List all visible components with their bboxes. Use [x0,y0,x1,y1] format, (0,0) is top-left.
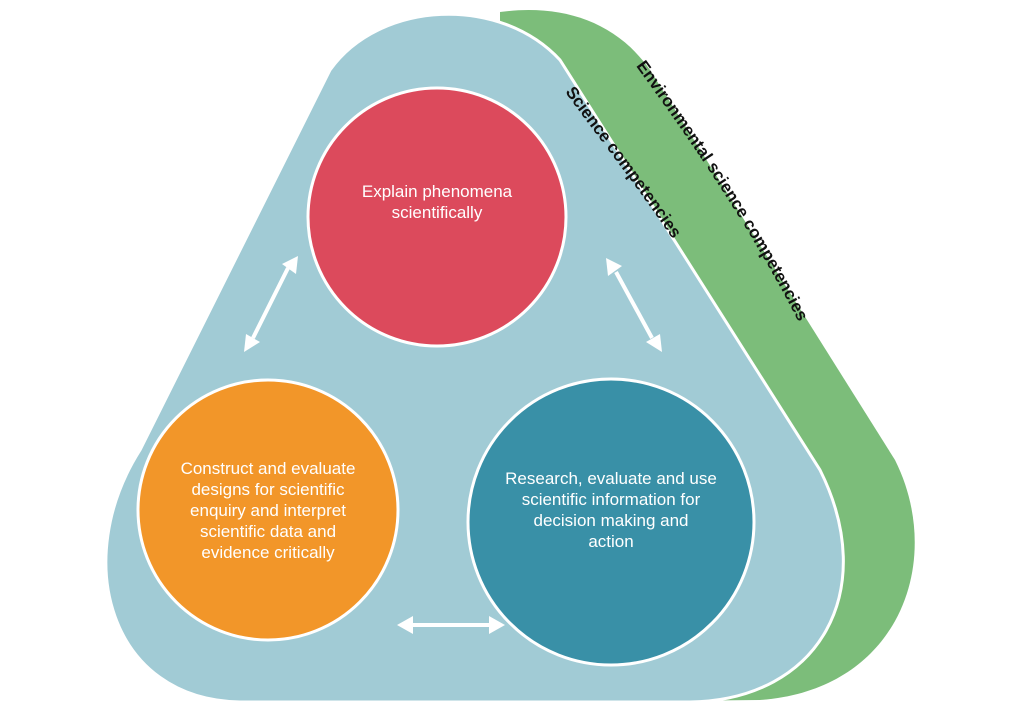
arrow-explain-research [606,258,662,352]
construct-evaluate-circle [136,378,400,642]
research-label-line: action [588,532,633,551]
construct-label: Construct and evaluate designs for scient… [181,459,356,562]
construct-label-line: Construct and evaluate [181,459,356,478]
research-evaluate-circle [466,377,756,667]
research-label-line: Research, evaluate and use [505,469,717,488]
explain-label-line: scientifically [392,203,483,222]
arrow-explain-construct [244,256,298,352]
research-label: Research, evaluate and use scientific inf… [505,469,717,551]
research-label-line: scientific information for [522,490,701,509]
construct-label-line: designs for scientific [191,480,345,499]
arrow-construct-research [397,616,505,634]
explain-label: Explain phenomena scientifically [362,182,513,222]
construct-label-line: scientific data and [200,522,336,541]
explain-label-line: Explain phenomena [362,182,513,201]
explain-phenomena-circle [306,86,568,348]
construct-label-line: enquiry and interpret [190,501,346,520]
research-label-line: decision making and [534,511,689,530]
construct-label-line: evidence critically [201,543,335,562]
